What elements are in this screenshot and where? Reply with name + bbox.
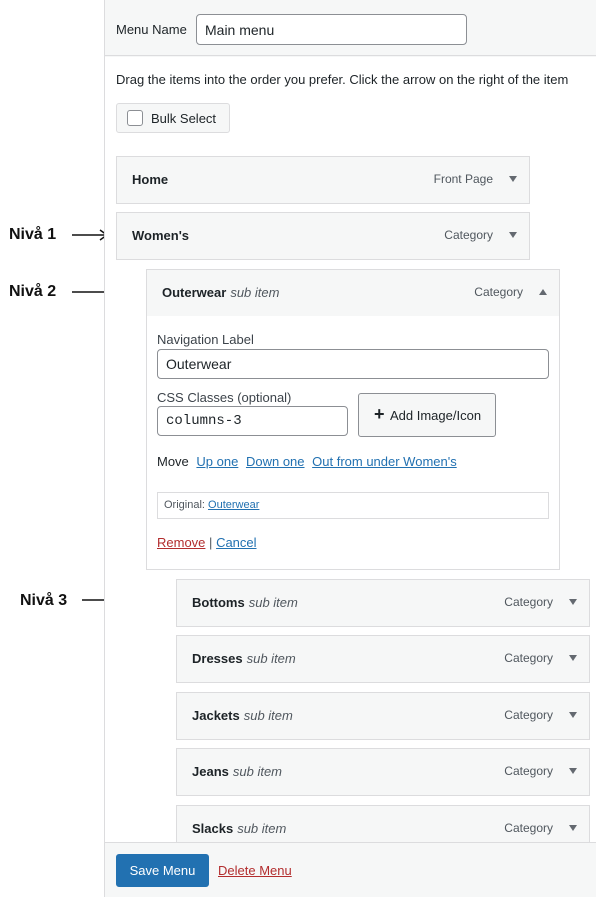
move-up-link[interactable]: Up one xyxy=(196,454,239,469)
expand-arrow-icon[interactable] xyxy=(569,712,577,718)
menu-item-settings: Navigation Label CSS Classes (optional) … xyxy=(146,316,560,570)
menu-item-title-text: Jeans xyxy=(192,764,229,779)
plus-icon: + xyxy=(374,404,385,424)
collapse-arrow-icon[interactable] xyxy=(539,289,547,295)
navigation-label-label: Navigation Label xyxy=(157,332,254,347)
menu-item-womens[interactable]: Women's Category xyxy=(116,212,530,260)
move-out-link[interactable]: Out from under Women's xyxy=(312,454,457,469)
bulk-select-button[interactable]: Bulk Select xyxy=(116,103,230,133)
menu-item-title-text: Slacks xyxy=(192,821,234,836)
menu-item-type: Front Page xyxy=(433,172,493,186)
css-classes-label: CSS Classes (optional) xyxy=(157,390,292,405)
save-menu-button[interactable]: Save Menu xyxy=(116,854,209,887)
menu-item-type: Category xyxy=(504,821,553,835)
css-classes-input[interactable] xyxy=(157,406,348,436)
remove-link[interactable]: Remove xyxy=(157,535,206,550)
expand-arrow-icon[interactable] xyxy=(569,825,577,831)
menu-item-type: Category xyxy=(504,708,553,722)
level-2-annotation: Nivå 2 xyxy=(9,283,57,300)
menu-item-home[interactable]: Home Front Page xyxy=(116,156,530,204)
menu-header: Menu Name xyxy=(105,0,596,56)
menu-item-type: Category xyxy=(504,651,553,665)
menu-item-title-text: Outerwear xyxy=(162,285,227,300)
menu-footer: Save Menu Delete Menu xyxy=(105,842,596,897)
expand-arrow-icon[interactable] xyxy=(509,232,517,238)
bulk-select-checkbox[interactable] xyxy=(127,110,143,126)
action-separator: | xyxy=(209,535,213,550)
level-3-annotation: Nivå 3 xyxy=(20,592,68,609)
cancel-link[interactable]: Cancel xyxy=(216,535,257,550)
delete-menu-link[interactable]: Delete Menu xyxy=(218,863,292,878)
menu-item-title: Women's xyxy=(132,228,190,243)
menu-item-sub-label: sub item xyxy=(232,764,283,779)
menu-item-title: Home xyxy=(132,172,169,187)
bulk-select-label: Bulk Select xyxy=(151,111,217,126)
expand-arrow-icon[interactable] xyxy=(569,599,577,605)
expand-arrow-icon[interactable] xyxy=(509,176,517,182)
move-row: Move Up one Down one Out from under Wome… xyxy=(157,454,457,469)
menu-item-sub-label: sub item xyxy=(237,821,287,836)
menu-item-title-text: Jackets xyxy=(192,708,240,723)
level-1-annotation: Nivå 1 xyxy=(9,226,57,243)
menu-name-label: Menu Name xyxy=(116,22,187,37)
menu-item-sub-label: sub item xyxy=(243,708,293,723)
item-actions: Remove | Cancel xyxy=(157,535,257,550)
menu-item-title-text: Dresses xyxy=(192,651,243,666)
menu-item-type: Category xyxy=(504,595,553,609)
menu-name-input[interactable] xyxy=(196,14,467,45)
menu-item-type: Category xyxy=(474,285,523,299)
move-label: Move xyxy=(157,454,189,469)
menu-item-sub-label: sub item xyxy=(230,285,280,300)
add-image-label: Add Image/Icon xyxy=(390,408,482,423)
menu-editor-panel: Menu Name Drag the items into the order … xyxy=(104,0,596,897)
add-image-icon-button[interactable]: + Add Image/Icon xyxy=(358,393,496,437)
menu-item-title-text: Bottoms xyxy=(192,595,245,610)
original-label: Original: xyxy=(164,499,205,511)
menu-item-sub-label: sub item xyxy=(248,595,298,610)
original-box: Original: Outerwear xyxy=(157,492,549,519)
move-down-link[interactable]: Down one xyxy=(245,454,305,469)
expand-arrow-icon[interactable] xyxy=(569,768,577,774)
navigation-label-input[interactable] xyxy=(157,349,549,379)
menu-item-sub-label: sub item xyxy=(246,651,296,666)
expand-arrow-icon[interactable] xyxy=(569,655,577,661)
original-link[interactable]: Outerwear xyxy=(208,499,260,511)
menu-item-type: Category xyxy=(444,228,493,242)
instructions-text: Drag the items into the order you prefer… xyxy=(116,72,569,87)
menu-item-type: Category xyxy=(504,764,553,778)
